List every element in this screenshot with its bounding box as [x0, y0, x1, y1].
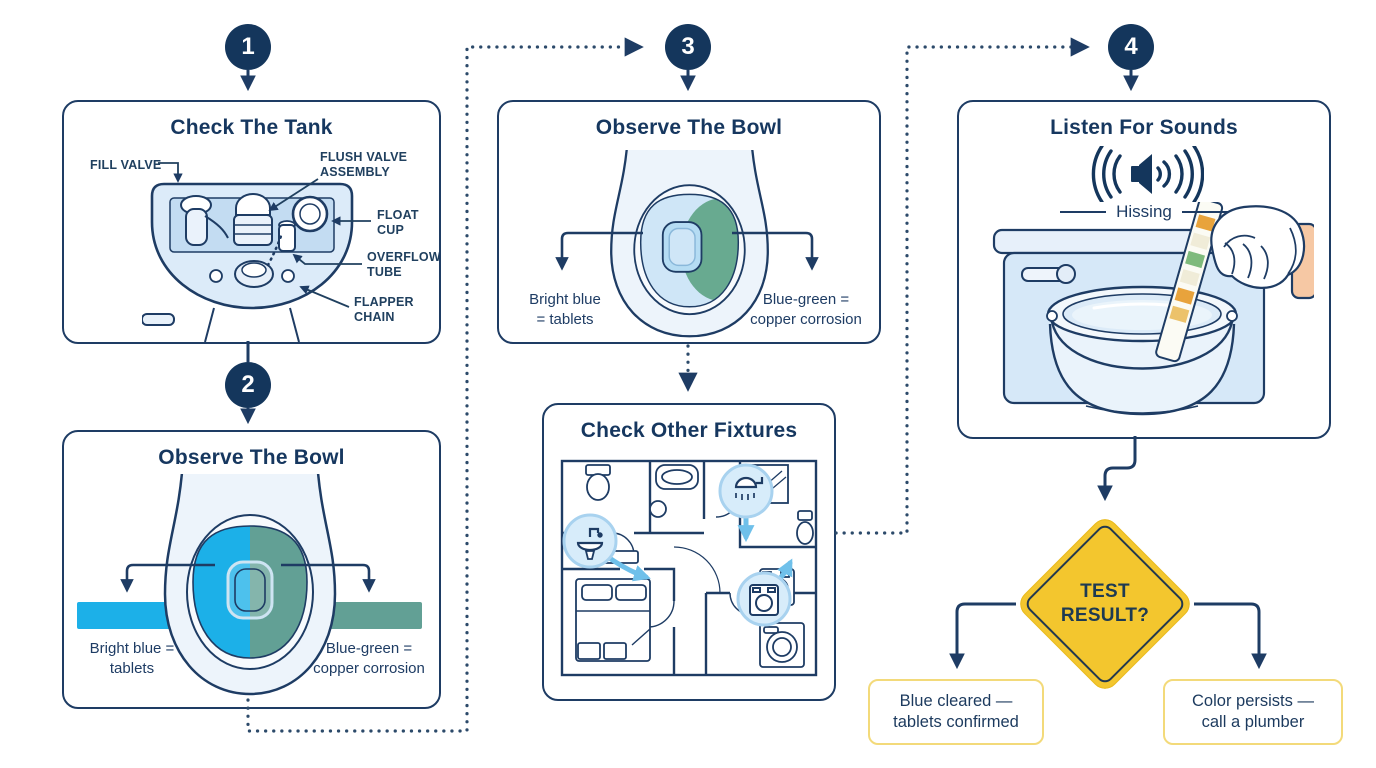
step-1-box: Check The Tank FILL VALVE FLUSH VAL — [62, 100, 441, 344]
step-4-badge: 4 — [1108, 24, 1154, 70]
toilet-bowl-split-color — [163, 474, 337, 696]
outcome-left: Blue cleared — tablets confirmed — [868, 679, 1044, 745]
test-strip — [1155, 202, 1224, 363]
step-4-title: Listen For Sounds — [1050, 116, 1238, 139]
step-3-box: Observe The Bowl Bright blue = tablets B… — [497, 100, 881, 344]
fixtures-box: Check Other Fixtures — [542, 403, 836, 701]
step-2-box: Observe The Bowl Bright blue = tablets B… — [62, 430, 441, 709]
hissing-row: Hissing — [959, 202, 1329, 222]
step-2-left-label: Bright blue = tablets — [89, 640, 175, 677]
hissing-line-right — [1181, 211, 1228, 213]
shower-icon — [718, 463, 774, 519]
label-flapper-chain: FLAPPER CHAIN — [354, 295, 414, 325]
step-2-badge: 2 — [225, 362, 271, 408]
label-flush-valve: FLUSH VALVE ASSEMBLY — [320, 150, 408, 180]
connector-box4-to-diamond — [1097, 436, 1137, 502]
gloved-hand — [1210, 205, 1314, 300]
label-float-cup: FLOAT CUP — [377, 208, 419, 238]
label-overflow-tube: OVERFLOW TUBE — [367, 250, 441, 280]
step-3-title: Observe The Bowl — [595, 116, 783, 139]
hissing-line-left — [1060, 211, 1107, 213]
floor-plan — [560, 459, 818, 677]
step-4-box: Listen For Sounds Hissing — [957, 100, 1331, 439]
toilet-bowl-green-crescent — [610, 150, 769, 338]
decision-label: TEST RESULT? — [1060, 581, 1150, 626]
fixtures-title: Check Other Fixtures — [580, 419, 798, 442]
step-2-title: Observe The Bowl — [158, 446, 345, 469]
step-3-badge: 3 — [665, 24, 711, 70]
step-1-badge: 1 — [225, 24, 271, 70]
hissing-label: Hissing — [1116, 202, 1172, 221]
connector-diamond-to-left-outcome — [949, 602, 1016, 670]
label-fill-valve: FILL VALVE — [90, 158, 162, 172]
step-1-title: Check The Tank — [170, 116, 333, 139]
tank-bucket-test-strip — [992, 202, 1314, 416]
outcome-right: Color persists — call a plumber — [1163, 679, 1343, 745]
toilet-tank-diagram — [142, 182, 354, 342]
connector-diamond-to-right-outcome — [1194, 602, 1267, 670]
speaker-icon — [1091, 146, 1204, 202]
